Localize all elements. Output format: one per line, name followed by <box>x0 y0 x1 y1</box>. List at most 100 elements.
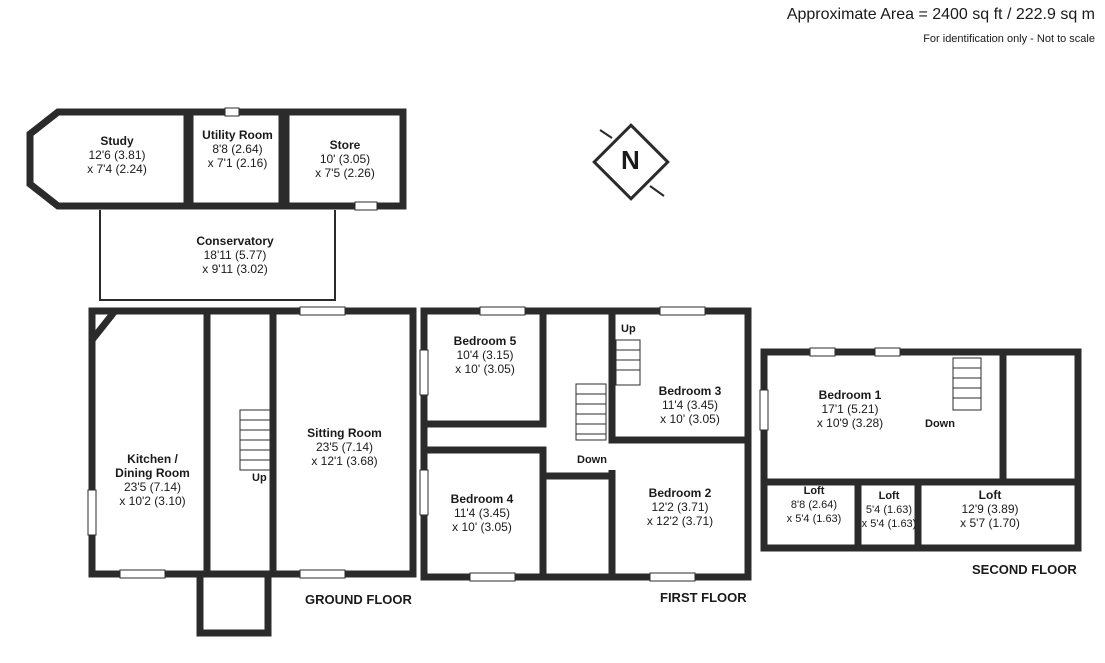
window <box>419 349 429 396</box>
room-dim: 11'4 (3.45) <box>661 398 719 412</box>
room-dim: x 7'1 (2.16) <box>207 156 268 170</box>
room-loft-1: Loft 8'8 (2.64) x 5'4 (1.63) <box>772 484 856 526</box>
room-store: Store 10' (3.05) x 7'5 (2.26) <box>290 138 400 180</box>
window <box>224 107 240 117</box>
compass-letter: N <box>621 145 640 175</box>
room-name: Bedroom 5 <box>453 334 517 348</box>
room-bedroom5: Bedroom 5 10'4 (3.15) x 10' (3.05) <box>435 334 535 376</box>
floor-label-ground: GROUND FLOOR <box>305 592 412 607</box>
scale-note: For identification only - Not to scale <box>923 33 1095 45</box>
window <box>419 469 429 516</box>
room-dim: x 9'11 (3.02) <box>202 262 268 276</box>
room-loft-2: Loft 5'4 (1.63) x 5'4 (1.63) <box>860 489 918 531</box>
room-name: Study <box>100 134 134 148</box>
first-stairs-up-label: Up <box>621 323 636 335</box>
second-stairs <box>952 357 982 411</box>
second-stair-treads <box>953 367 981 399</box>
room-dim: 8'8 (2.64) <box>212 142 263 156</box>
bedroom5-wall <box>424 311 547 428</box>
stairs <box>239 339 982 471</box>
room-dim: 12'9 (3.89) <box>961 502 1019 516</box>
conservatory-outline <box>99 210 336 301</box>
floor-label-first: FIRST FLOOR <box>660 590 747 605</box>
room-name: Loft <box>803 485 825 497</box>
window <box>299 306 346 316</box>
utility-walls <box>186 108 286 210</box>
room-dim: x 10'2 (3.10) <box>119 494 186 508</box>
room-name: Bedroom 1 <box>818 388 882 402</box>
window <box>874 347 901 357</box>
room-kitchen: Kitchen / Dining Room 23'5 (7.14) x 10'2… <box>100 452 205 508</box>
windows <box>87 107 901 582</box>
window <box>299 569 346 579</box>
room-dim: 23'5 (7.14) <box>316 440 373 454</box>
room-bedroom2: Bedroom 2 12'2 (3.71) x 12'2 (3.71) <box>625 486 735 528</box>
room-dim: 8'8 (2.64) <box>790 499 838 511</box>
room-dim: 10'4 (3.15) <box>456 348 514 362</box>
room-dim: x 7'4 (2.24) <box>87 162 147 176</box>
room-dim: x 12'2 (3.71) <box>646 514 714 528</box>
room-dim: x 7'5 (2.26) <box>315 166 375 180</box>
kitchen-corner-wall <box>89 308 118 343</box>
room-name: Sitting Room <box>307 426 382 440</box>
room-name: Utility Room <box>202 128 273 142</box>
room-name: Store <box>329 138 361 152</box>
room-bedroom3: Bedroom 3 11'4 (3.45) x 10' (3.05) <box>640 384 740 426</box>
room-dim: 23'5 (7.14) <box>124 480 181 494</box>
room-dim: x 5'7 (1.70) <box>960 516 1020 530</box>
window <box>659 306 706 316</box>
porch-walls <box>196 574 272 637</box>
window <box>87 489 97 536</box>
room-dim: 11'4 (3.45) <box>453 506 511 520</box>
room-sitting: Sitting Room 23'5 (7.14) x 12'1 (3.68) <box>282 426 407 468</box>
window <box>119 569 166 579</box>
room-dim: x 10' (3.05) <box>452 520 512 534</box>
room-dim: 17'1 (5.21) <box>821 402 879 416</box>
store-walls <box>282 108 407 210</box>
window <box>809 347 836 357</box>
room-name: Bedroom 3 <box>658 384 722 398</box>
window <box>479 306 526 316</box>
walls <box>26 108 1082 637</box>
room-dim: x 10' (3.05) <box>455 362 515 376</box>
window <box>469 572 516 582</box>
window <box>649 572 696 582</box>
room-name: Bedroom 2 <box>648 486 712 500</box>
first-stair-treads <box>576 393 606 435</box>
ground-stairs-up-label: Up <box>252 472 267 484</box>
room-dim: 10' (3.05) <box>319 152 371 166</box>
room-name: Loft <box>978 488 1002 502</box>
bedroom4-wall <box>424 446 547 577</box>
room-bedroom4: Bedroom 4 11'4 (3.45) x 10' (3.05) <box>432 492 532 534</box>
floor-label-second: SECOND FLOOR <box>972 562 1077 577</box>
room-dim: 18'11 (5.77) <box>203 248 267 262</box>
second-stairs-down-label: Down <box>925 418 955 430</box>
first-stairs-down <box>575 383 607 441</box>
room-dim: 12'2 (3.71) <box>651 500 709 514</box>
ground-stair-treads <box>240 419 270 461</box>
room-name: Kitchen / <box>127 452 178 466</box>
room-dim: 12'6 (3.81) <box>88 148 146 162</box>
room-dim: 5'4 (1.63) <box>865 504 913 516</box>
first-stairs-down-label: Down <box>577 454 607 466</box>
room-dim: x 12'1 (3.68) <box>311 454 378 468</box>
room-name: Loft <box>878 490 900 502</box>
window <box>354 201 378 211</box>
room-conservatory: Conservatory 18'11 (5.77) x 9'11 (3.02) <box>170 234 300 276</box>
approximate-area: Approximate Area = 2400 sq ft / 222.9 sq… <box>786 6 1095 23</box>
room-name: Bedroom 4 <box>450 492 514 506</box>
room-loft-3: Loft 12'9 (3.89) x 5'7 (1.70) <box>940 488 1040 530</box>
window <box>759 389 769 431</box>
bedroom3-wall <box>608 311 748 444</box>
room-dim: x 10'9 (3.28) <box>816 416 884 430</box>
first-up-treads <box>616 349 640 371</box>
room-dim: x 5'4 (1.63) <box>786 513 842 525</box>
first-stairs-up <box>615 339 641 386</box>
room-dim: x 5'4 (1.63) <box>861 518 917 530</box>
room-bedroom1: Bedroom 1 17'1 (5.21) x 10'9 (3.28) <box>795 388 905 430</box>
north-arrow-icon <box>592 123 670 201</box>
conservatory-walls <box>99 210 336 301</box>
room-study: Study 12'6 (3.81) x 7'4 (2.24) <box>62 134 172 176</box>
room-name: Conservatory <box>196 234 274 248</box>
